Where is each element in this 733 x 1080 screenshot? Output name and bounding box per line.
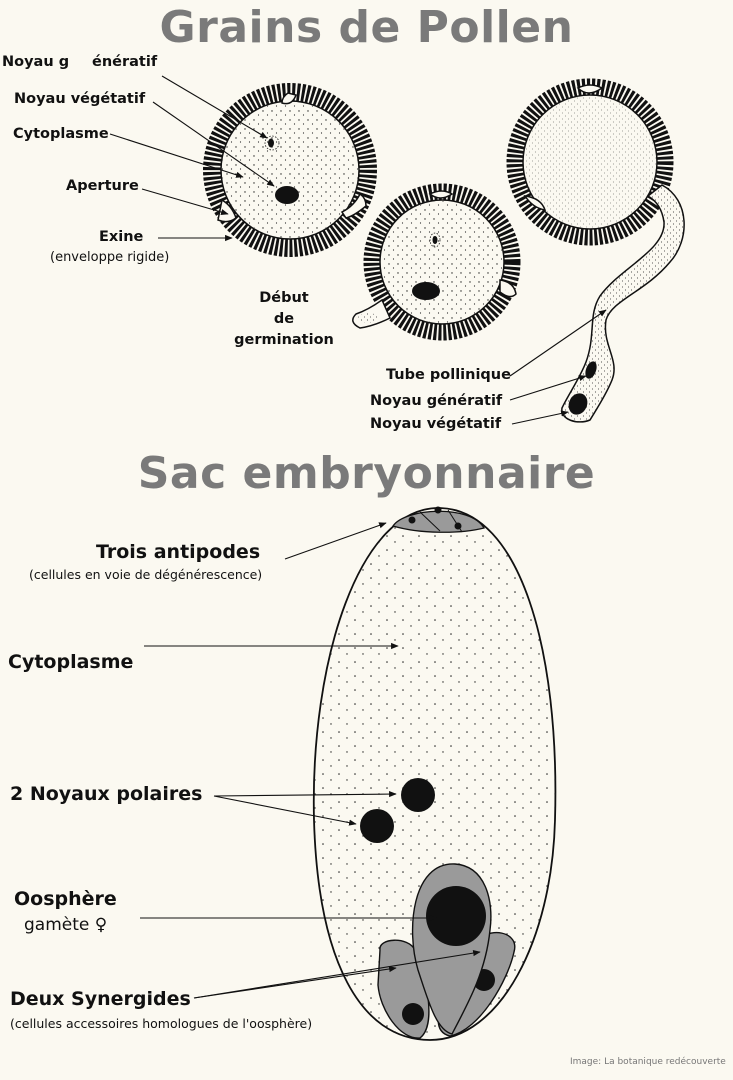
generative-nucleus-1 (264, 135, 280, 151)
pollen-grain-3 (506, 78, 685, 423)
label-debut-3: germination (234, 332, 334, 348)
sac-arrows (140, 522, 481, 999)
label-cytoplasme-pollen: Cytoplasme (13, 126, 109, 142)
label-debut-1: Début (259, 290, 309, 306)
label-debut-2: de (273, 311, 295, 327)
embryo-sac (312, 506, 557, 1041)
label-noyaux-polaires: 2 Noyaux polaires (10, 783, 203, 805)
polar-nucleus-1 (401, 778, 435, 812)
label-exine: Exine (99, 229, 144, 245)
label-antipodes: Trois antipodes (96, 541, 261, 563)
label-synergides: Deux Synergides (10, 988, 191, 1010)
pollen-grain-1 (203, 83, 377, 257)
generative-nucleus-2 (432, 236, 438, 244)
label-noyau-vegetatif-2: Noyau végétatif (370, 416, 502, 432)
label-synergides-note: (cellules accessoires homologues de l'oo… (10, 1016, 313, 1031)
label-noyau-generatif-b: énératif (92, 54, 158, 70)
oosphere-nucleus (426, 886, 486, 946)
label-gamete: gamète ♀ (24, 915, 108, 935)
label-cytoplasme-sac: Cytoplasme (8, 651, 134, 673)
label-noyau-vegetatif: Noyau végétatif (14, 91, 146, 107)
vegetative-nucleus-2 (412, 282, 440, 300)
label-antipodes-note: (cellules en voie de dégénérescence) (29, 567, 263, 582)
polar-nucleus-2 (360, 809, 394, 843)
label-noyau-generatif-2: Noyau génératif (370, 393, 503, 409)
label-aperture: Aperture (66, 178, 139, 194)
pollen-grain-2 (352, 183, 521, 341)
vegetative-nucleus-1 (275, 186, 299, 204)
label-oosphere: Oosphère (14, 888, 117, 910)
image-credit: Image: La botanique redécouverte (570, 1057, 726, 1067)
pollen-arrows (109, 75, 607, 425)
label-noyau-generatif-a: Noyau g (2, 54, 70, 70)
vegetative-nucleus-3 (568, 393, 588, 415)
title-pollen: Grains de Pollen (159, 2, 574, 53)
generative-nucleus-3 (585, 361, 597, 379)
label-exine-note: (enveloppe rigide) (50, 250, 170, 265)
label-tube-pollinique: Tube pollinique (386, 367, 511, 383)
title-sac: Sac embryonnaire (137, 448, 596, 499)
